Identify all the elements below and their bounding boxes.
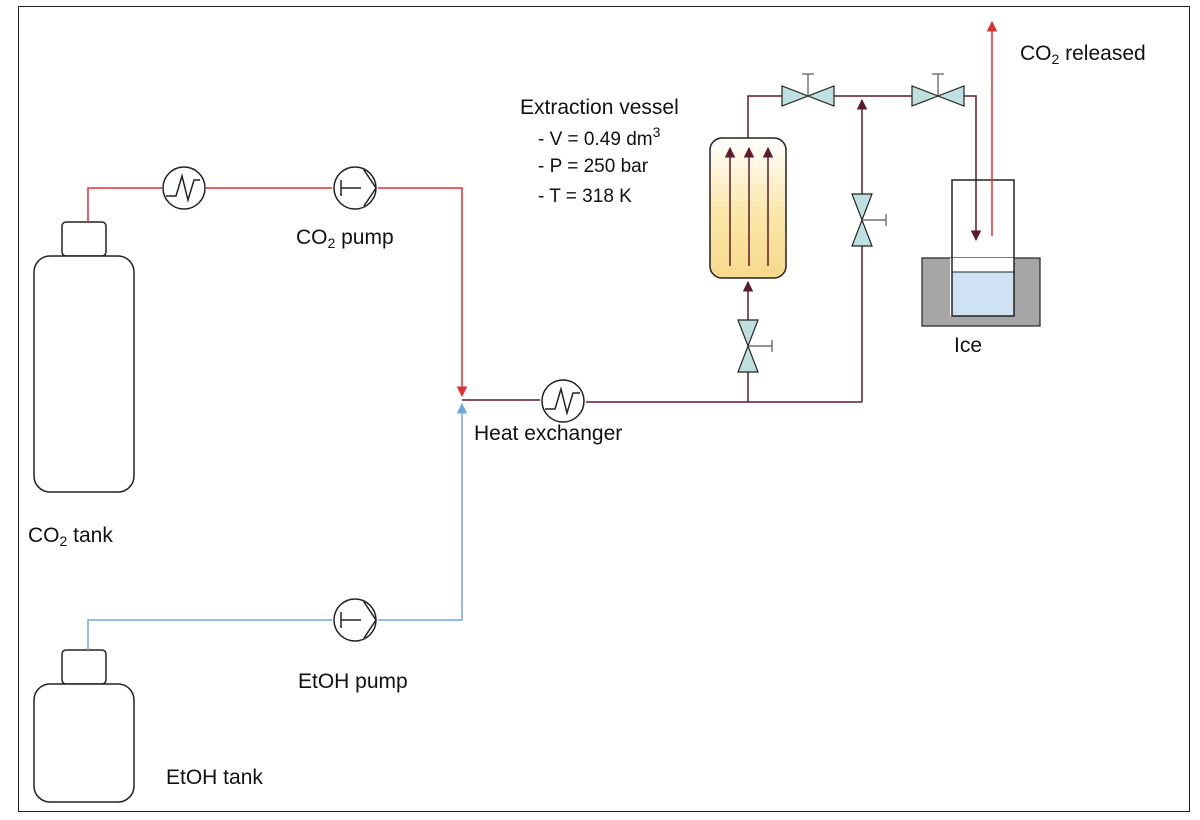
vessel-pressure-label: - P = 250 bar (538, 156, 649, 177)
vessel-outlet-valve (781, 73, 835, 107)
extraction-vessel (709, 137, 787, 279)
etoh-tank (33, 649, 135, 803)
extraction-vessel-label: Extraction vessel (520, 96, 679, 119)
co2-pump-label: CO2 pump (296, 226, 394, 251)
heat-exchanger-label: Heat exchanger (474, 422, 623, 445)
process-line (462, 95, 982, 403)
collection-flask (951, 179, 1015, 317)
vessel-temperature-label: - T = 318 K (538, 186, 632, 207)
diagram-frame (18, 6, 1190, 812)
vessel-volume-label: - V = 0.49 dm3 (538, 124, 661, 150)
main-heat-exchanger (541, 379, 585, 423)
etoh-tank-label: EtOH tank (166, 766, 263, 789)
ice-label: Ice (954, 334, 983, 357)
co2-pump (333, 166, 377, 210)
co2-heat-exchanger (162, 166, 206, 210)
co2-tank-label: CO2 tank (28, 524, 113, 549)
co2-released-label: CO2 released (1020, 42, 1146, 67)
etoh-line (87, 402, 468, 650)
collector-valve (911, 73, 965, 107)
bypass-valve (851, 193, 887, 247)
co2-line (87, 187, 468, 398)
co2-tank (33, 221, 135, 493)
etoh-pump-label: EtOH pump (298, 670, 408, 693)
etoh-pump (333, 598, 377, 642)
vessel-inlet-valve (737, 319, 773, 373)
